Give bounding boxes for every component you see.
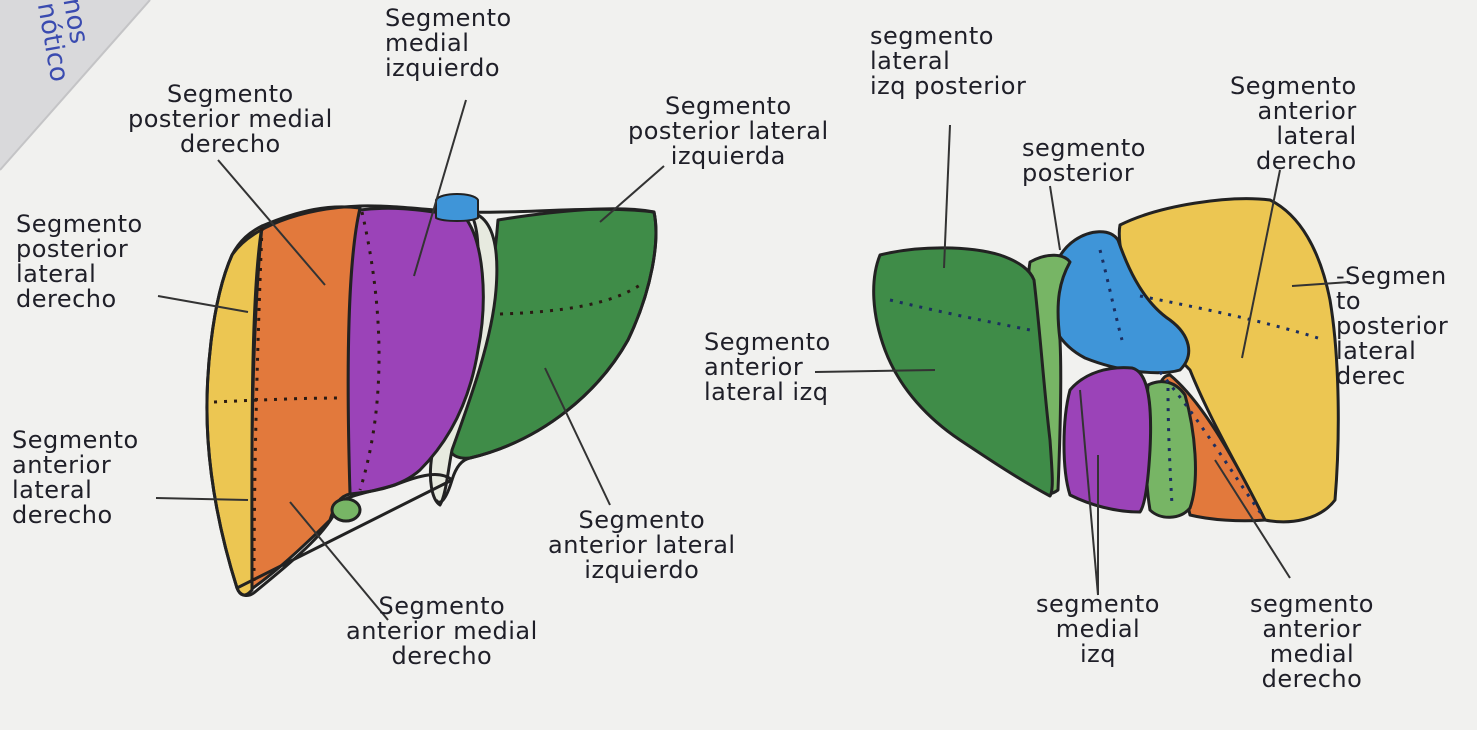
label-segmento-medial-izq: segmento medial izq xyxy=(1036,592,1160,667)
label-segmento-posterior: segmento posterior xyxy=(1022,136,1146,186)
label-segmento-anterior-lateral-izquierdo: Segmento anterior lateral izquierdo xyxy=(548,508,736,583)
label-segmento-posterior-medial-derecho: Segmento posterior medial derecho xyxy=(128,82,333,157)
label-segmento-medial-izquierdo: Segmento medial izquierdo xyxy=(385,6,512,81)
vena-cava-top xyxy=(436,194,478,221)
corner-note: nos nótico xyxy=(33,0,98,84)
gallbladder xyxy=(332,499,360,521)
label-segmento-anterior-lateral-izq: Segmento anterior lateral izq xyxy=(704,330,831,405)
right-segment-purple xyxy=(1064,368,1151,512)
label-segmento-posterior-lateral-derecho: Segmento posterior lateral derecho xyxy=(16,212,143,312)
label-segmento-anterior-lateral-derecho-right: Segmento anterior lateral derecho xyxy=(1230,74,1357,174)
label-segmento-anterior-medial-derecho: Segmento anterior medial derecho xyxy=(346,594,538,669)
label-segmento-lateral-izq-posterior: segmento lateral izq posterior xyxy=(870,24,1026,99)
label-segmento-anterior-lateral-derecho: Segmento anterior lateral derecho xyxy=(12,428,139,528)
label-segmento-anterior-medial-derecho-right: segmento anterior medial derecho xyxy=(1250,592,1374,692)
label-segmento-posterior-lateral-izquierda: Segmento posterior lateral izquierda xyxy=(628,94,829,169)
label-segmento-posterior-lateral-derecho-right: -Segmen to posterior lateral derec xyxy=(1336,264,1448,389)
